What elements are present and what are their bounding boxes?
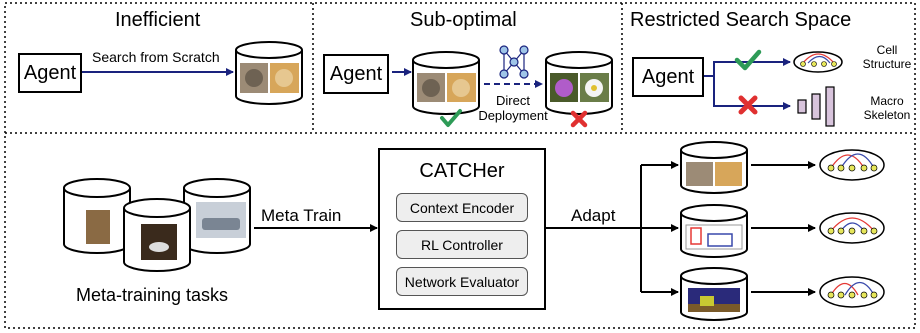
catcher-box: CATCHer Context Encoder RL Controller Ne…	[378, 148, 546, 310]
search-from-scratch-label: Search from Scratch	[92, 49, 220, 65]
check-mark-icon	[440, 109, 462, 127]
pet-dataset-cylinder-1	[235, 41, 303, 105]
panel-title-restricted-search-space: Restricted Search Space	[630, 9, 852, 31]
adapt-label: Adapt	[571, 206, 616, 225]
context-encoder-module: Context Encoder	[396, 193, 528, 222]
context-encoder-label: Context Encoder	[409, 199, 515, 216]
cross-mark-icon	[570, 110, 588, 128]
check-mark-icon	[734, 49, 762, 71]
macro-skeleton-icon	[797, 86, 835, 127]
output-architecture-2	[819, 212, 885, 244]
target-dataset-segmentation	[680, 267, 748, 321]
flower-dataset-cylinder	[545, 51, 613, 115]
cell-structure-icon	[793, 51, 843, 73]
meta-train-label: Meta Train	[261, 206, 342, 225]
skeleton-label: Skeleton	[863, 108, 911, 122]
network-icon	[499, 45, 529, 79]
target-dataset-pets	[680, 141, 748, 194]
cell-label: Cell	[876, 43, 898, 57]
meta-training-dataset-cylinders	[63, 178, 251, 272]
cross-mark-icon	[738, 95, 758, 115]
target-dataset-boxes	[680, 204, 748, 258]
rl-controller-module: RL Controller	[396, 230, 528, 259]
rl-controller-label: RL Controller	[421, 236, 503, 253]
agent-box: Agent	[323, 54, 389, 94]
macro-label: Macro	[870, 94, 904, 108]
pet-dataset-cylinder-2	[412, 51, 480, 115]
panel-title-sub-optimal: Sub-optimal	[410, 9, 517, 31]
structure-label: Structure	[862, 57, 912, 71]
deployment-label: Deployment	[478, 108, 548, 123]
meta-training-tasks-label: Meta-training tasks	[76, 285, 229, 305]
chair-photo	[86, 210, 110, 244]
direct-label: Direct	[496, 93, 530, 108]
outer-dotted-frame	[4, 2, 916, 329]
output-architecture-3	[819, 276, 885, 308]
output-architecture-1	[819, 149, 885, 181]
agent-label: Agent	[23, 61, 77, 84]
agent-label: Agent	[641, 65, 695, 88]
panel-title-inefficient: Inefficient	[115, 9, 201, 31]
agent-label: Agent	[329, 62, 383, 85]
agent-box: Agent	[632, 57, 704, 97]
network-evaluator-module: Network Evaluator	[396, 267, 528, 296]
agent-box: Agent	[18, 53, 82, 93]
catcher-title: CATCHer	[419, 160, 505, 182]
network-evaluator-label: Network Evaluator	[404, 273, 520, 290]
macro-skeleton-arrow	[713, 76, 791, 110]
